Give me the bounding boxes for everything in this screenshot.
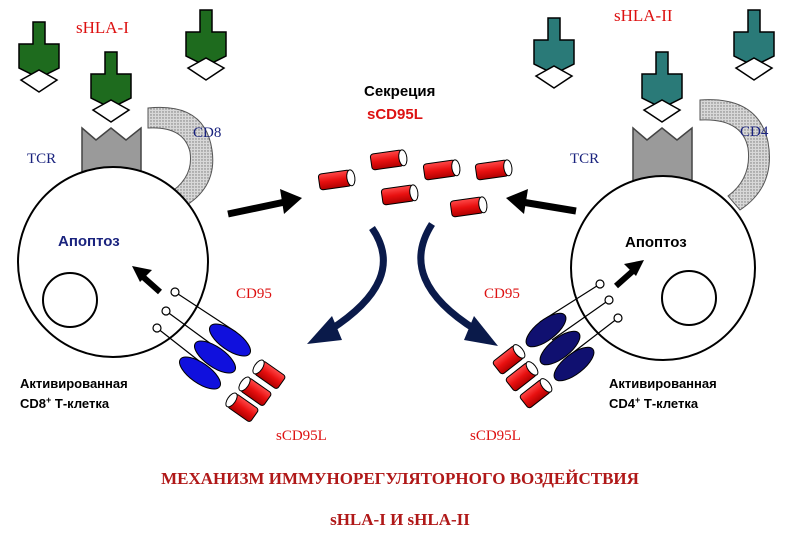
apoptosis-label-right: Апоптоз bbox=[625, 234, 687, 251]
scd95l-label-right: sCD95L bbox=[470, 428, 521, 444]
tcr-label-right: TCR bbox=[570, 151, 599, 167]
secretion-arrow-left bbox=[227, 189, 302, 218]
hla-ii-molecule bbox=[733, 9, 775, 81]
secreted-scd95l-molecules bbox=[317, 149, 513, 218]
footer-title-line1: МЕХАНИЗМ ИММУНОРЕГУЛЯТОРНОГО ВОЗДЕЙСТВИЯ bbox=[161, 469, 639, 488]
cell-nucleus bbox=[42, 272, 98, 328]
scd95l-label-left: sCD95L bbox=[276, 428, 327, 444]
activated-label-right: Активированная bbox=[609, 376, 717, 391]
hla-ii-molecule bbox=[533, 17, 575, 89]
shla-i-label: sHLA-I bbox=[76, 18, 129, 37]
cd95-receptor bbox=[152, 287, 251, 390]
footer-title-line2: sHLA-I И sHLA-II bbox=[330, 510, 470, 529]
shla-ii-label: sHLA-II bbox=[614, 6, 673, 25]
secretion-label: Секреция bbox=[364, 83, 435, 100]
hla-i-molecule bbox=[185, 9, 227, 81]
secretion-arrow-right bbox=[506, 189, 577, 215]
activated-label-left: Активированная bbox=[20, 376, 128, 391]
bound-scd95l bbox=[492, 344, 553, 409]
cd8-t-cell bbox=[17, 166, 209, 358]
tcr-label-left: TCR bbox=[27, 151, 56, 167]
curved-arrow-left bbox=[307, 226, 387, 344]
cd95-label-left: CD95 bbox=[236, 286, 272, 302]
cd4-label: CD4 bbox=[740, 124, 769, 140]
cell-type-label-right: CD4+ Т-клетка bbox=[609, 395, 699, 411]
hla-i-bound-to-tcr bbox=[90, 51, 132, 123]
cell-type-label-left: CD8+ Т-клетка bbox=[20, 395, 110, 411]
apoptosis-signal-arrow bbox=[614, 260, 644, 289]
bound-scd95l bbox=[225, 359, 286, 422]
cd4-coreceptor bbox=[699, 99, 770, 211]
hla-ii-bound-to-tcr bbox=[641, 51, 683, 123]
scd95l-center-label: sCD95L bbox=[367, 106, 423, 123]
hla-i-molecule bbox=[18, 21, 60, 93]
curved-arrow-right bbox=[417, 222, 498, 346]
apoptosis-signal-arrow bbox=[132, 266, 162, 295]
cd95-receptor bbox=[525, 279, 623, 382]
apoptosis-label-left: Апоптоз bbox=[58, 233, 120, 250]
cd8-label: CD8 bbox=[193, 125, 221, 141]
cell-nucleus bbox=[661, 270, 717, 326]
cd95-label-right: CD95 bbox=[484, 286, 520, 302]
